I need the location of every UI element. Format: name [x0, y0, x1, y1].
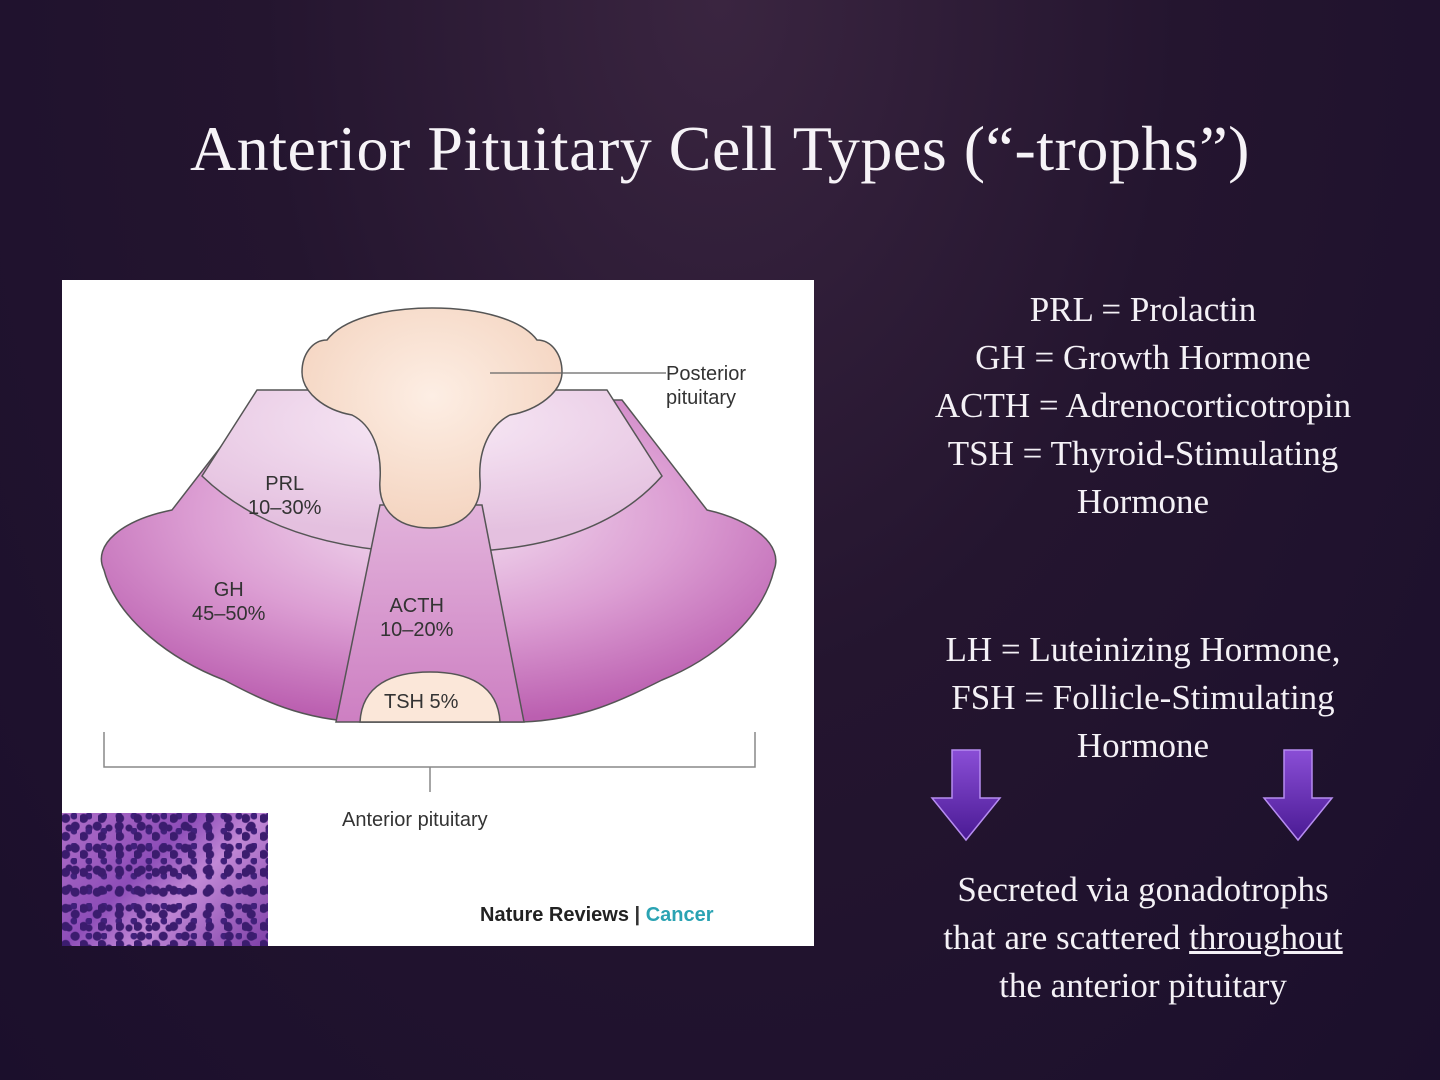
tsh-region: [359, 671, 501, 723]
def-tsh: TSH = Thyroid-Stimulating: [947, 434, 1339, 473]
credit-separator: |: [634, 904, 641, 926]
posterior-label: Posterior pituitary: [666, 363, 747, 409]
hormone-definitions: PRL = Prolactin GH = Growth Hormone ACTH…: [860, 286, 1426, 526]
note-line3: the anterior pituitary: [999, 966, 1287, 1005]
credit-journal: Nature Reviews: [480, 904, 629, 926]
gonadotroph-note: Secreted via gonadotrophs that are scatt…: [860, 866, 1426, 1010]
pituitary-figure: Posterior pituitary PRL 10–30% GH 45–50%…: [62, 280, 814, 946]
def-fsh: FSH = Follicle-Stimulating: [951, 678, 1335, 717]
def-lh: LH = Luteinizing Hormone,: [945, 630, 1341, 669]
histology-micrograph: [62, 813, 268, 946]
posterior-pituitary-region: [301, 307, 563, 529]
acth-label: ACTH 10–20%: [380, 595, 454, 641]
anterior-bracket: [103, 732, 756, 792]
note-line1: Secreted via gonadotrophs: [957, 870, 1329, 909]
note-line2: that are scattered throughout: [860, 914, 1426, 962]
pituitary-diagram: [100, 307, 777, 792]
gonadotropin-definitions: LH = Luteinizing Hormone, FSH = Follicle…: [860, 626, 1426, 770]
anterior-label: Anterior pituitary: [342, 809, 488, 831]
slide-title: Anterior Pituitary Cell Types (“-trophs”…: [190, 113, 1250, 184]
tsh-label: TSH 5%: [384, 691, 459, 713]
def-prl: PRL = Prolactin: [1029, 290, 1257, 329]
note-line2-underlined: throughout: [1189, 918, 1343, 957]
figure-credit: Nature Reviews | Cancer: [480, 904, 714, 927]
def-gh: GH = Growth Hormone: [975, 338, 1311, 377]
prl-label: PRL 10–30%: [248, 473, 322, 519]
gh-label: GH 45–50%: [192, 579, 266, 625]
def-fsh-cont: Hormone: [1076, 726, 1210, 765]
down-arrow-icon: [930, 749, 1002, 842]
def-acth: ACTH = Adrenocorticotropin: [934, 386, 1352, 425]
def-tsh-cont: Hormone: [1076, 482, 1210, 521]
credit-section: Cancer: [645, 904, 714, 926]
down-arrow-icon: [1262, 749, 1334, 842]
note-line2-pre: that are scattered: [943, 918, 1190, 957]
